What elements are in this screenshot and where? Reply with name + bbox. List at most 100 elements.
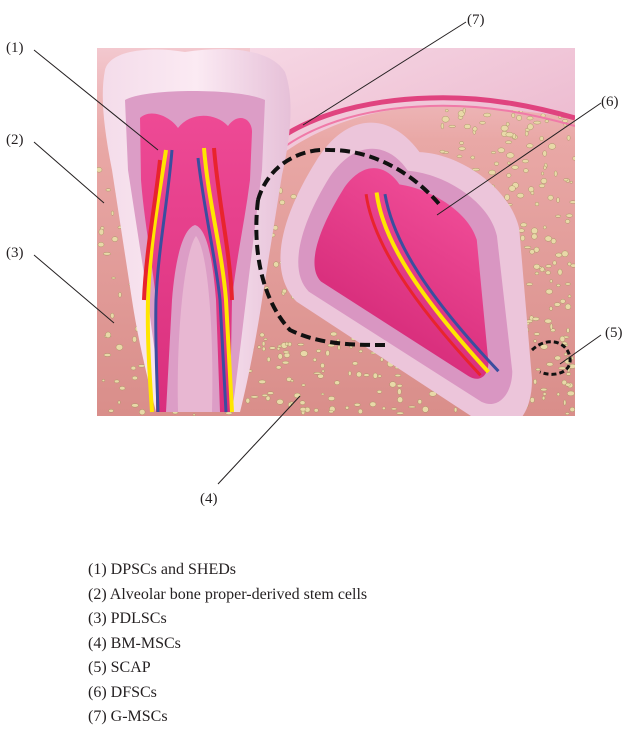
bone-particle <box>314 409 318 413</box>
bone-particle <box>554 171 557 177</box>
bone-particle <box>397 397 402 403</box>
bone-particle <box>313 358 316 361</box>
bone-particle <box>331 332 337 336</box>
bone-particle <box>98 242 104 247</box>
bone-particle <box>564 179 568 181</box>
bone-particle <box>546 271 551 275</box>
bone-particle <box>120 386 126 390</box>
bone-particle <box>551 239 556 244</box>
bone-particle <box>359 350 363 353</box>
bone-particle <box>269 347 276 350</box>
bone-particle <box>348 371 351 375</box>
bone-particle <box>512 166 519 170</box>
legend: (1) DPSCs and SHEDs (2) Alveolar bone pr… <box>88 558 367 730</box>
bone-particle <box>548 195 553 200</box>
bone-particle <box>251 396 259 398</box>
bone-particle <box>267 357 270 362</box>
bone-particle <box>112 277 116 279</box>
bone-particle <box>494 162 498 165</box>
bone-particle <box>260 333 264 337</box>
bone-particle <box>338 345 340 350</box>
bone-particle <box>567 328 570 333</box>
bone-particle <box>246 398 250 403</box>
bone-particle <box>391 408 397 410</box>
bone-particle <box>541 172 543 175</box>
bone-particle <box>262 342 265 346</box>
bone-particle <box>521 235 525 241</box>
bone-particle <box>318 374 324 378</box>
bone-particle <box>505 194 510 200</box>
bone-particle <box>544 166 547 170</box>
bone-particle <box>418 400 422 404</box>
bone-particle <box>565 304 571 310</box>
bone-particle <box>542 396 545 400</box>
bone-particle <box>377 390 382 393</box>
bone-particle <box>300 401 305 405</box>
bone-particle <box>532 234 538 239</box>
bone-particle <box>267 392 273 395</box>
bone-particle <box>473 127 477 131</box>
bone-particle <box>445 109 448 112</box>
bone-particle <box>109 409 114 412</box>
bone-particle <box>549 307 552 311</box>
leader-line-2 <box>34 142 104 203</box>
legend-item-6: (6) DFSCs <box>88 681 367 706</box>
bone-particle <box>534 121 541 124</box>
bone-particle <box>526 283 532 286</box>
bone-particle <box>564 353 567 356</box>
bone-particle <box>545 120 549 123</box>
bone-particle <box>335 381 340 385</box>
bone-particle <box>506 122 509 126</box>
bone-particle <box>382 407 385 410</box>
bone-particle <box>397 412 404 414</box>
bone-particle <box>258 346 261 349</box>
bone-particle <box>491 151 496 153</box>
bone-particle <box>422 406 428 412</box>
bone-particle <box>102 379 105 381</box>
callout-1: (1) <box>6 40 24 56</box>
bone-particle <box>449 125 456 127</box>
bone-particle <box>564 400 566 405</box>
bone-particle <box>364 374 370 377</box>
legend-item-1: (1) DPSCs and SHEDs <box>88 558 367 583</box>
bone-particle <box>111 211 114 215</box>
bone-particle <box>565 283 571 285</box>
bone-particle <box>96 167 102 172</box>
bone-particle <box>539 184 545 188</box>
bone-particle <box>322 370 325 372</box>
bone-particle <box>550 324 553 330</box>
bone-particle <box>111 313 115 318</box>
bone-particle <box>484 113 491 117</box>
bone-particle <box>557 284 561 287</box>
bone-particle <box>280 200 285 205</box>
bone-particle <box>567 136 570 141</box>
bone-particle <box>517 193 524 198</box>
bone-particle <box>139 409 145 414</box>
bone-particle <box>565 413 569 415</box>
bone-particle <box>398 389 402 395</box>
bone-particle <box>321 393 324 395</box>
bone-particle <box>291 380 294 382</box>
bone-particle <box>277 399 284 404</box>
bone-particle <box>517 115 522 120</box>
bone-particle <box>116 344 123 350</box>
bone-particle <box>356 372 361 377</box>
bone-particle <box>262 347 265 351</box>
bone-particle <box>507 153 515 158</box>
bone-particle <box>282 289 286 293</box>
bone-particle <box>498 148 505 153</box>
bone-particle <box>114 380 119 383</box>
bone-particle <box>531 191 534 194</box>
bone-particle <box>345 406 348 409</box>
bone-particle <box>274 262 279 267</box>
bone-particle <box>291 194 297 198</box>
callout-7: (7) <box>467 12 485 28</box>
bone-particle <box>556 253 562 257</box>
bone-particle <box>104 354 111 357</box>
bone-particle <box>441 123 444 129</box>
bone-particle <box>480 121 486 124</box>
bone-particle <box>321 363 325 368</box>
bone-particle <box>545 236 552 241</box>
callout-2: (2) <box>6 132 24 148</box>
anatomy-panel <box>96 48 619 440</box>
